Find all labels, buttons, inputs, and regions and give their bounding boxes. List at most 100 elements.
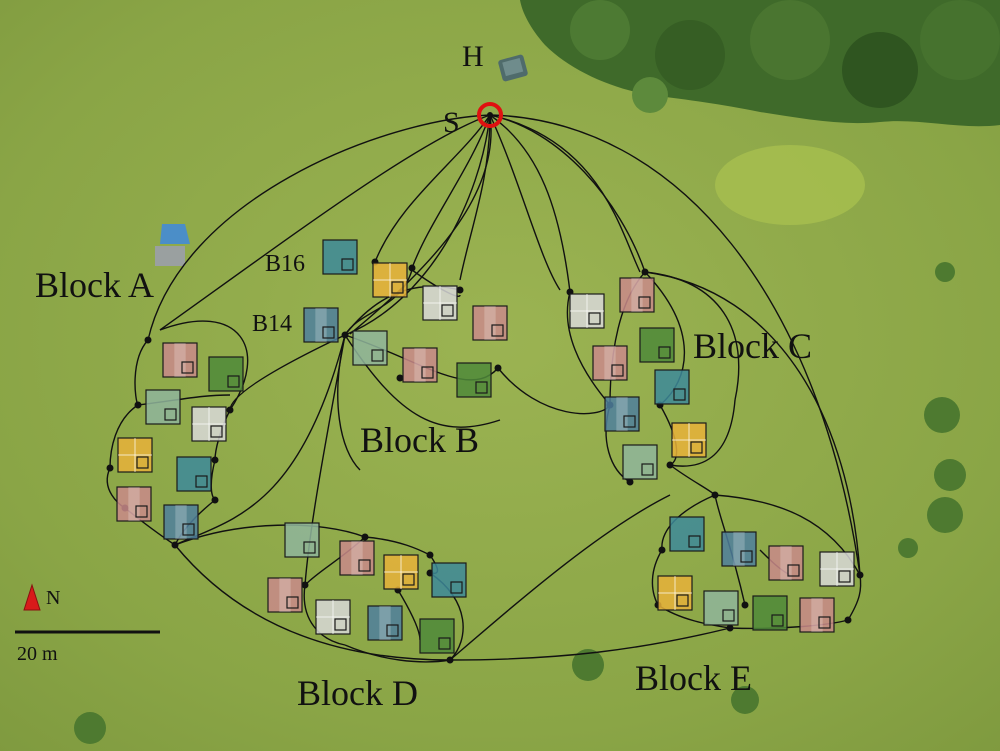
plot-square <box>768 545 804 581</box>
plot-square <box>267 577 303 613</box>
plot-square <box>604 396 640 432</box>
plot-square <box>145 389 181 425</box>
subplot-square <box>838 570 851 583</box>
plot-square <box>592 345 628 381</box>
subplot-square <box>588 312 601 325</box>
subplot-square <box>386 624 399 637</box>
plot-stripe <box>379 606 391 640</box>
subplot-square <box>195 475 208 488</box>
start-label: S <box>443 106 460 139</box>
plot-square <box>284 522 320 558</box>
plot-square <box>703 590 739 626</box>
plot-stripe <box>604 346 616 380</box>
block-label-d: Block D <box>297 673 418 713</box>
north-label: N <box>46 587 60 609</box>
subplot-square <box>136 456 149 469</box>
plot-square <box>402 347 438 383</box>
plots <box>116 239 855 654</box>
subplot-square <box>334 618 347 631</box>
shrub-patch <box>715 145 865 225</box>
plot-square <box>456 362 492 398</box>
subplot-square <box>438 637 451 650</box>
subplot-square <box>771 614 784 627</box>
tent-icon <box>155 224 190 266</box>
plot-square <box>208 356 244 392</box>
plot-square <box>163 504 199 540</box>
plot-stripe <box>315 308 327 342</box>
subplot-square <box>135 505 148 518</box>
block-label-e: Block E <box>635 658 752 698</box>
subplot-square <box>210 425 223 438</box>
plot-stripe <box>128 487 140 521</box>
subplot-square <box>475 381 488 394</box>
subplot-square <box>303 541 316 554</box>
plot-stripe <box>631 278 643 312</box>
subplot-square <box>164 408 177 421</box>
plot-square <box>639 327 675 363</box>
plot-square <box>352 330 388 366</box>
plot-square <box>322 239 358 275</box>
block-label-b: Block B <box>360 420 479 460</box>
plot-square <box>669 516 705 552</box>
plot-square <box>799 597 835 633</box>
plot-square <box>367 605 403 641</box>
plot-square <box>419 618 455 654</box>
subplot-square <box>638 296 651 309</box>
subplot-square <box>402 573 415 586</box>
subplot-square <box>421 366 434 379</box>
plot-stripe <box>351 541 363 575</box>
plot-label-b14: B14 <box>252 311 292 337</box>
plot-square <box>622 444 658 480</box>
subplot-square <box>450 581 463 594</box>
plot-stripe <box>616 397 628 431</box>
plot-square <box>431 562 467 598</box>
bushes <box>74 262 966 744</box>
hut-label: H <box>462 40 484 73</box>
subplot-square <box>688 535 701 548</box>
plot-stripe <box>780 546 792 580</box>
hut-icon <box>498 54 528 82</box>
subplot-square <box>611 364 624 377</box>
plot-stripe <box>414 348 426 382</box>
plot-stripe <box>484 306 496 340</box>
subplot-square <box>358 559 371 572</box>
forest <box>520 0 1000 127</box>
plot-label-b16: B16 <box>265 251 305 277</box>
subplot-square <box>673 388 686 401</box>
subplot-square <box>623 415 636 428</box>
subplot-square <box>491 324 504 337</box>
plot-square <box>176 456 212 492</box>
subplot-square <box>658 346 671 359</box>
subplot-square <box>286 596 299 609</box>
subplot-square <box>181 361 194 374</box>
plot-stripe <box>733 532 745 566</box>
subplot-square <box>341 258 354 271</box>
start-point <box>487 112 493 118</box>
subplot-square <box>371 349 384 362</box>
subplot-square <box>182 523 195 536</box>
plot-square <box>721 531 757 567</box>
scale-label: 20 m <box>17 643 58 665</box>
plot-square <box>752 595 788 631</box>
subplot-square <box>690 441 703 454</box>
subplot-square <box>676 594 689 607</box>
plot-square <box>654 369 690 405</box>
subplot-square <box>391 281 404 294</box>
plot-stripe <box>174 343 186 377</box>
plot-stripe <box>279 578 291 612</box>
plot-square <box>303 307 339 343</box>
plot-stripe <box>811 598 823 632</box>
subplot-square <box>322 326 335 339</box>
subplot-square <box>641 463 654 476</box>
plot-square <box>162 342 198 378</box>
subplot-square <box>227 375 240 388</box>
block-label-a: Block A <box>35 265 154 305</box>
plot-square <box>339 540 375 576</box>
subplot-square <box>441 304 454 317</box>
plot-square <box>619 277 655 313</box>
subplot-square <box>740 550 753 563</box>
block-label-c: Block C <box>693 326 812 366</box>
plot-square <box>116 486 152 522</box>
plot-stripe <box>175 505 187 539</box>
north-arrow-icon <box>23 583 41 611</box>
